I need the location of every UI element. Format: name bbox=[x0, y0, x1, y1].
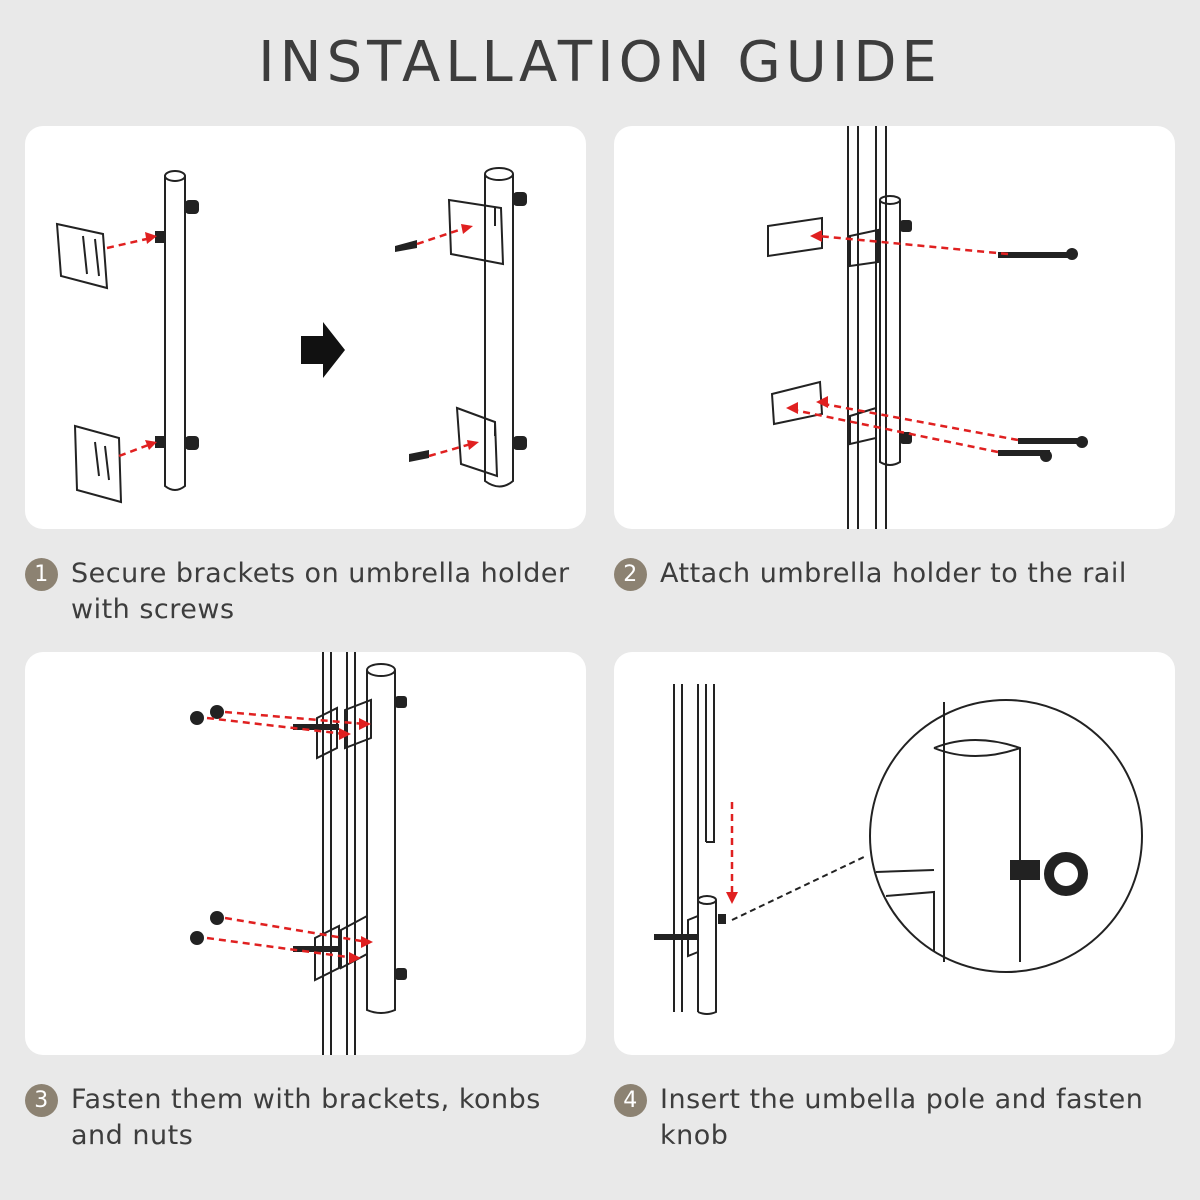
next-arrow-icon bbox=[301, 322, 345, 378]
step-number-badge: 3 bbox=[25, 1084, 58, 1117]
step-2-illustration bbox=[614, 126, 1175, 529]
step-text: Attach umbrella holder to the rail bbox=[660, 558, 1127, 589]
page-title: INSTALLATION GUIDE bbox=[258, 30, 942, 95]
bracket-assembly-drawing bbox=[55, 167, 527, 504]
fasten-knobs-drawing bbox=[190, 652, 407, 1055]
step-number-badge: 1 bbox=[25, 558, 58, 591]
step-4-illustration bbox=[614, 652, 1175, 1055]
step-number-badge: 2 bbox=[614, 558, 647, 591]
step-1-illustration bbox=[25, 126, 586, 529]
step-3-illustration bbox=[25, 652, 586, 1055]
step-text: Secure brackets on umbrella holder with … bbox=[71, 558, 570, 625]
step-text: Insert the umbella pole and fasten knob bbox=[660, 1084, 1144, 1151]
insert-pole-drawing bbox=[654, 684, 1143, 1015]
step-number-badge: 4 bbox=[614, 1084, 647, 1117]
step-text: Fasten them with brackets, konbs and nut… bbox=[71, 1084, 541, 1151]
rail-attachment-drawing bbox=[767, 126, 1088, 529]
